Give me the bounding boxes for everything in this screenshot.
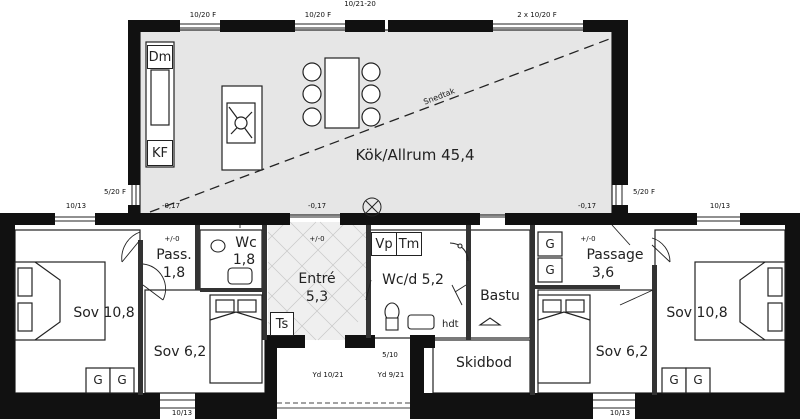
door-label-510: 5/10 xyxy=(382,351,398,359)
room-wc-name: Wc xyxy=(235,235,257,251)
ceiling-lamp xyxy=(362,197,382,217)
fixture-vp: Vp xyxy=(371,232,397,256)
window-label-left-top: 10/13 xyxy=(65,202,87,210)
fixture-dm: Dm xyxy=(147,45,173,69)
dining-table xyxy=(302,57,381,129)
entre-tile-pattern xyxy=(267,221,367,341)
room-wcd: Wc/d 5,2 xyxy=(382,272,444,288)
level-right: -0,17 xyxy=(577,202,597,210)
room-sov-left: Sov 10,8 xyxy=(73,305,135,321)
level-mid: -0,17 xyxy=(307,202,327,210)
window-label-right-top: 10/13 xyxy=(709,202,731,210)
room-sov-right-small: Sov 6,2 xyxy=(595,344,649,360)
wardrobe-label-4: G xyxy=(693,373,703,387)
room-entre-name: Entré xyxy=(298,271,336,287)
bathroom-fixtures xyxy=(210,239,502,331)
fixture-ts: Ts xyxy=(270,312,294,336)
room-pass-name: Pass. xyxy=(156,247,192,263)
wardrobe-label-6: G xyxy=(545,263,555,277)
wardrobe-label-3: G xyxy=(669,373,679,387)
room-passage-name: Passage xyxy=(586,247,644,263)
room-passage-area: 3,6 xyxy=(591,265,615,281)
room-pass-area: 1,8 xyxy=(162,265,186,281)
door-label-yd-right: Yd 9/21 xyxy=(377,371,405,379)
window-label-top-door: 10/21-20 xyxy=(344,0,376,8)
level-pass: +/-0 xyxy=(164,235,180,243)
fixture-tm: Tm xyxy=(396,232,422,256)
bastu-outline xyxy=(469,229,531,339)
windows xyxy=(55,23,740,409)
window-label-top-3: 2 x 10/20 F xyxy=(517,11,557,19)
room-wc-area: 1,8 xyxy=(232,252,256,268)
room-entre-area: 5,3 xyxy=(305,289,329,305)
wardrobe-label-5: G xyxy=(545,237,555,251)
window-label-top-1: 10/20 F xyxy=(189,11,217,19)
window-label-left-side: 5/20 F xyxy=(104,188,126,196)
window-label-bottom-right: 10/13 xyxy=(609,409,631,417)
room-sov-left-small: Sov 6,2 xyxy=(153,344,207,360)
wardrobe-label-1: G xyxy=(93,373,103,387)
level-entre: +/-0 xyxy=(309,235,325,243)
room-bastu: Bastu xyxy=(480,288,520,304)
wardrobes xyxy=(85,231,711,394)
level-passage: +/-0 xyxy=(580,235,596,243)
exterior-walls xyxy=(0,20,800,419)
room-kok-allrum: Kök/Allrum 45,4 xyxy=(355,146,475,164)
wardrobe-label-2: G xyxy=(117,373,127,387)
fixture-hdt: hdt xyxy=(442,319,459,330)
window-label-top-2: 10/20 F xyxy=(304,11,332,19)
window-label-right-side: 5/20 F xyxy=(633,188,655,196)
kitchen-island xyxy=(221,85,263,171)
room-sov-right: Sov 10,8 xyxy=(666,305,728,321)
interior-partitions xyxy=(138,225,657,395)
snedtak-line xyxy=(149,37,613,213)
window-label-bottom-left: 10/13 xyxy=(171,409,193,417)
room-skidbod: Skidbod xyxy=(455,355,513,371)
beds xyxy=(14,261,786,384)
door-swings xyxy=(121,224,671,306)
door-label-yd-left: Yd 10/21 xyxy=(312,371,344,379)
level-left: -0,17 xyxy=(161,202,181,210)
fixture-kf: KF xyxy=(147,140,173,166)
